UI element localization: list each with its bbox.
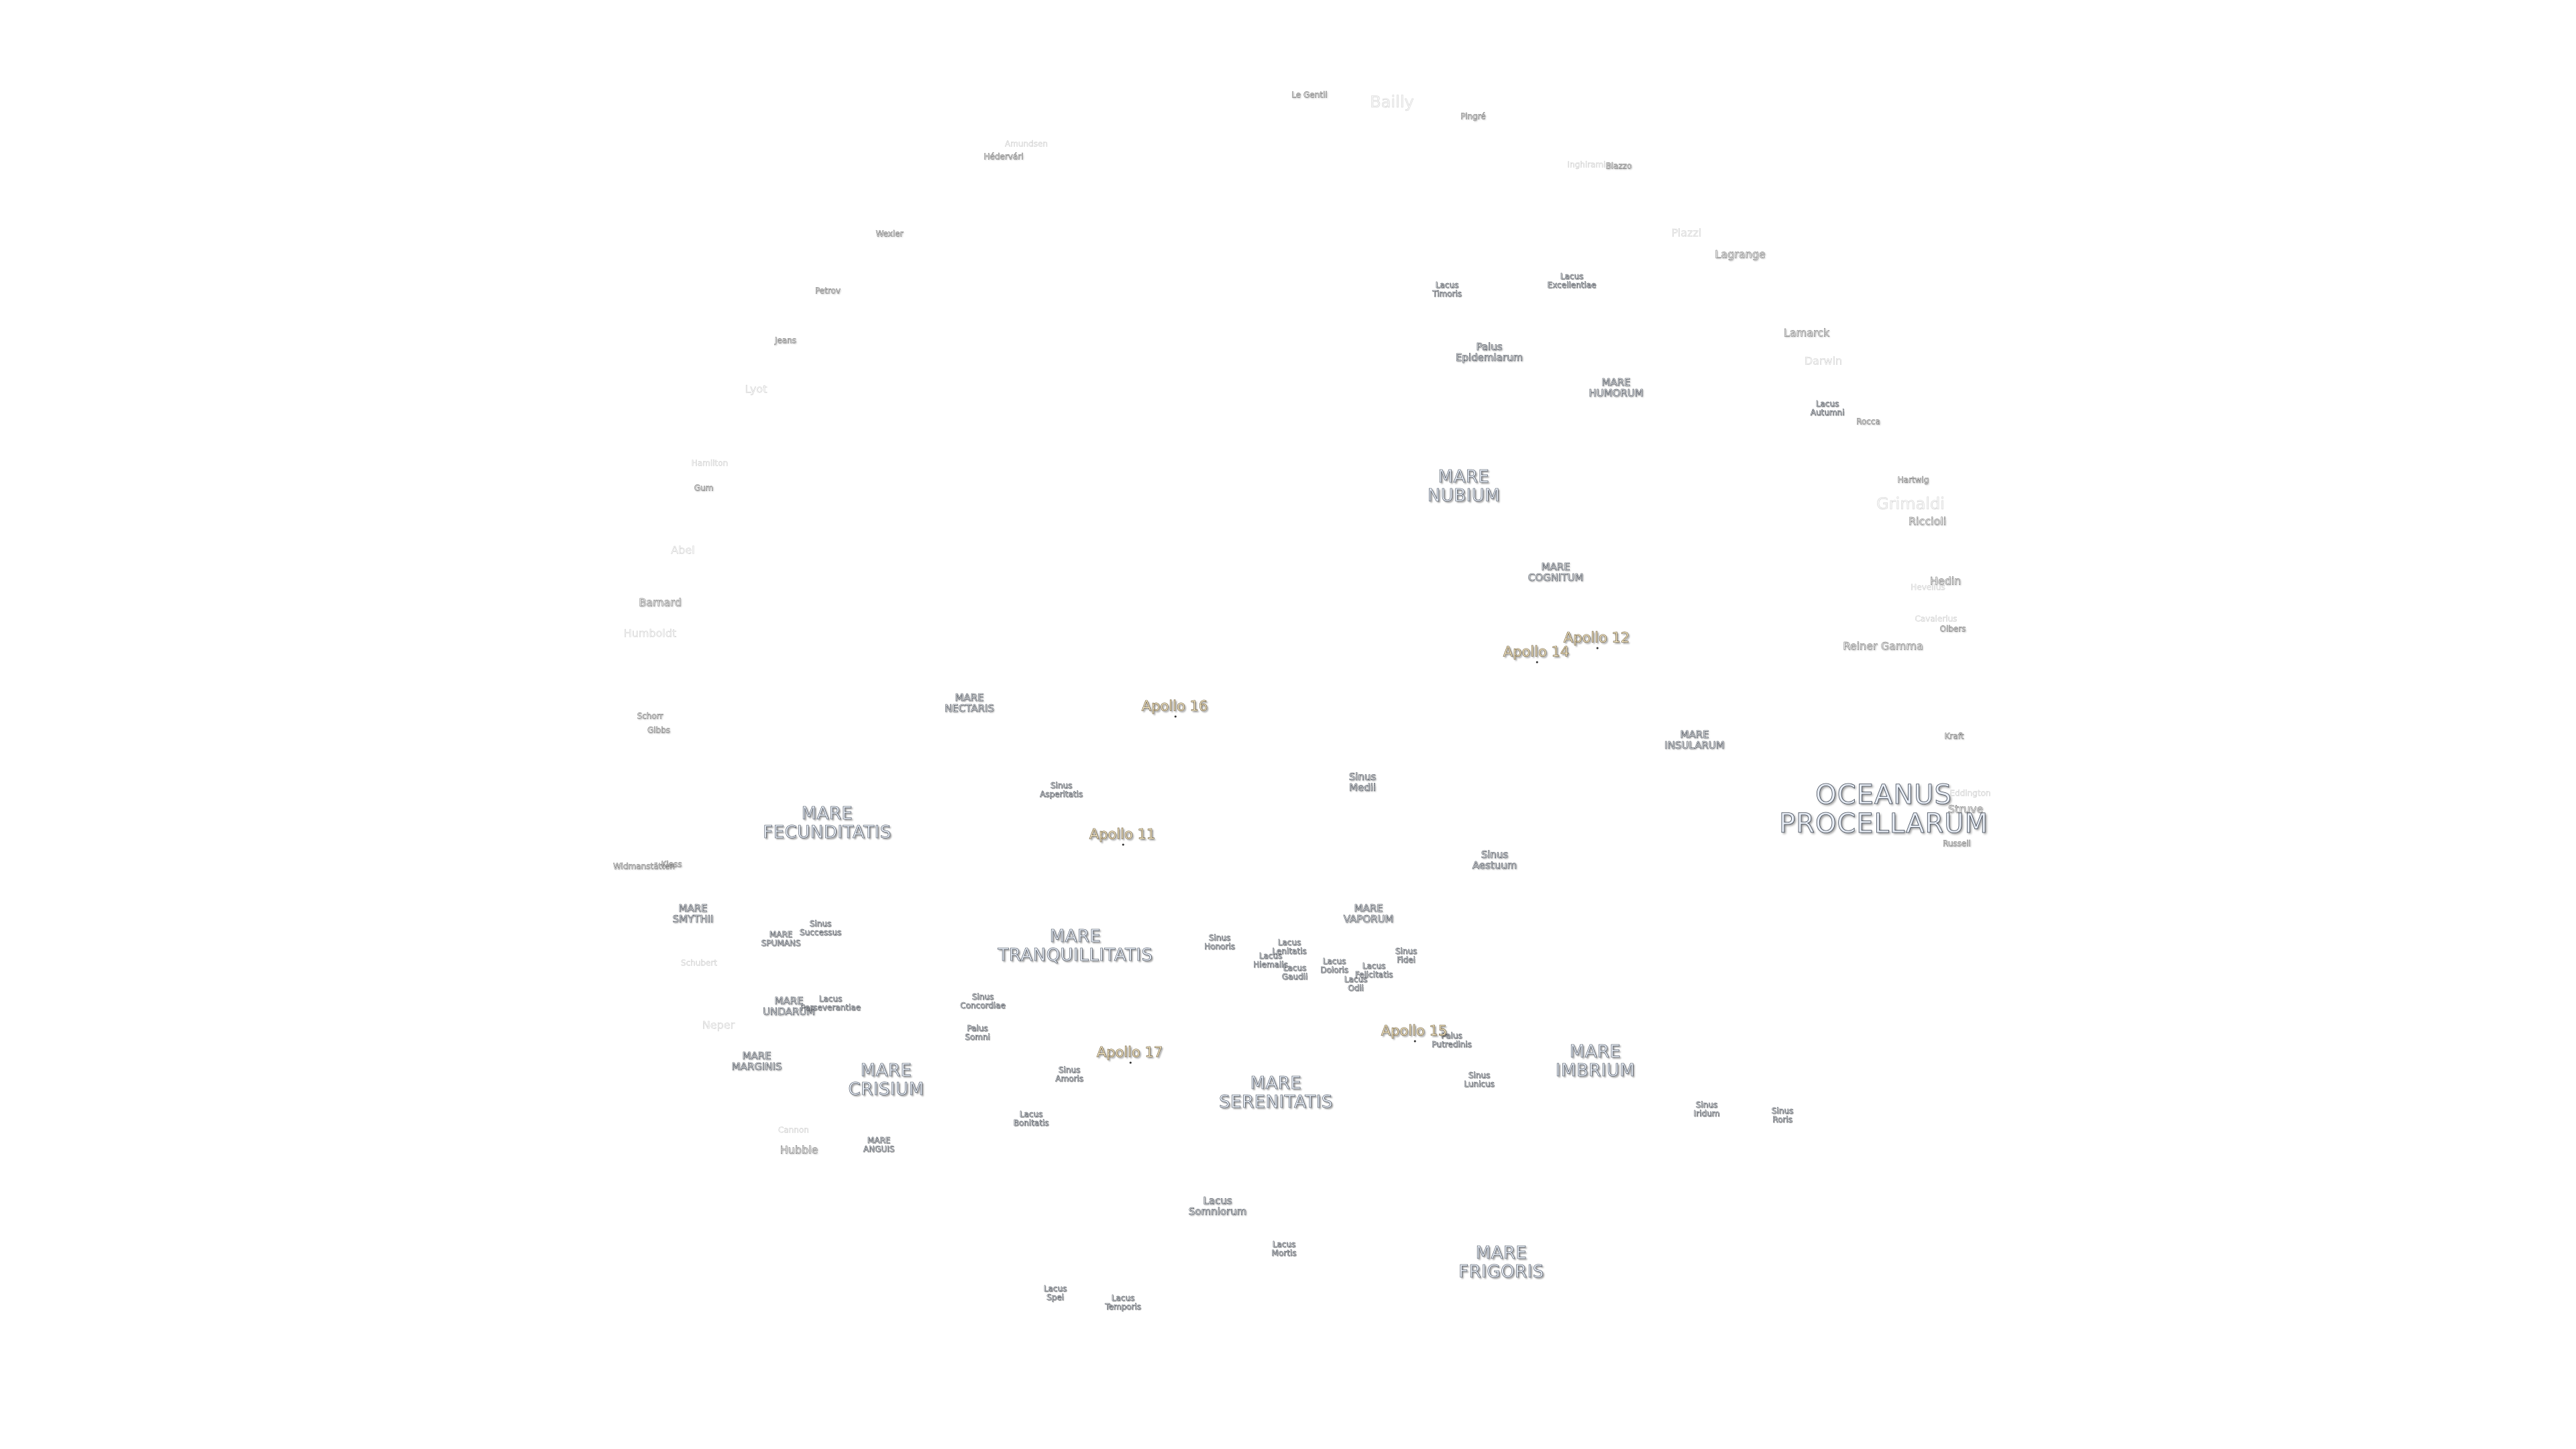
label-mare-imbrium: MARE IMBRIUM (1555, 1041, 1635, 1081)
label-crater-inghirami: Inghirami (1567, 160, 1606, 170)
label-lacus-mortis: Lacus Mortis (1271, 1240, 1297, 1258)
label-mare-nectaris: MARE NECTARIS (945, 691, 994, 714)
label-crater-gum: Gum (694, 483, 714, 493)
label-mare-frigoris: MARE FRIGORIS (1458, 1242, 1544, 1282)
label-crater-eddington: Eddington (1949, 788, 1991, 798)
label-sinus-medii: Sinus Medii (1348, 770, 1377, 794)
label-sinus-amoris: Sinus Amoris (1055, 1065, 1083, 1083)
label-lacus-gaudii: Lacus Gaudii (1281, 963, 1308, 981)
label-palus-epidemiarum: Palus Epidemiarum (1455, 340, 1523, 364)
label-lacus-autumni: Lacus Autumni (1810, 399, 1845, 417)
label-lacus-excellentiae: Lacus Excellentiae (1547, 272, 1597, 290)
label-mare-serenitatis: MARE SERENITATIS (1219, 1073, 1333, 1112)
label-crater-lamarck: Lamarck (1783, 326, 1830, 339)
label-mare-vaporum: MARE VAPORUM (1343, 902, 1394, 925)
label-apollo-11: Apollo 11 (1089, 826, 1156, 845)
label-sinus-iridum: Sinus Iridum (1693, 1100, 1720, 1118)
label-crater-struve: Struve (1947, 802, 1984, 816)
label-sinus-concordiae: Sinus Concordiae (960, 992, 1006, 1010)
label-crater-hamilton: Hamilton (691, 458, 729, 468)
label-mare-crisium: MARE CRISIUM (848, 1060, 924, 1099)
label-crater-gibbs: Gibbs (647, 725, 671, 735)
label-crater-humboldt: Humboldt (623, 627, 677, 640)
label-crater-widmanstatten: Widmanstätten (613, 861, 675, 871)
label-sinus-successus: Sinus Successus (799, 919, 842, 937)
label-sinus-roris: Sinus Roris (1771, 1106, 1794, 1124)
label-lacus-timoris: Lacus Timoris (1432, 280, 1462, 299)
label-crater-hartwig: Hartwig (1897, 475, 1929, 485)
label-crater-lagrange: Lagrange (1715, 248, 1766, 261)
label-crater-hedervari: Hédervári (983, 152, 1024, 162)
label-crater-amundsen: Amundsen (1005, 139, 1048, 149)
label-lacus-spei: Lacus Spei (1043, 1284, 1067, 1302)
label-apollo-16: Apollo 16 (1141, 698, 1208, 717)
label-crater-schubert: Schubert (680, 958, 718, 968)
label-crater-reiner-gamma: Reiner Gamma (1843, 639, 1923, 653)
label-lacus-perseverantiae: Lacus Perseverantiae (800, 994, 861, 1012)
label-sinus-honoris: Sinus Honoris (1204, 933, 1235, 951)
label-lacus-hiemalis: Lacus Hiemalis (1253, 951, 1288, 969)
label-sinus-lunicus: Sinus Lunicus (1464, 1071, 1495, 1089)
label-mare-fecunditatis: MARE FECUNDITATIS (763, 803, 892, 843)
label-crater-pingre: Pingré (1460, 111, 1486, 121)
label-crater-kraft: Kraft (1944, 731, 1964, 741)
label-crater-blazzo: Blazzo (1605, 161, 1632, 171)
label-crater-jeans: Jeans (774, 335, 797, 345)
label-crater-kiess: Kiess (661, 859, 682, 869)
label-crater-piazzi: Piazzi (1671, 226, 1702, 239)
label-mare-marginis: MARE MARGINIS (731, 1049, 782, 1073)
label-crater-lyot: Lyot (745, 382, 767, 396)
label-crater-cavalerius: Cavalerius (1915, 614, 1957, 624)
label-sinus-aestuum: Sinus Aestuum (1472, 848, 1517, 871)
label-apollo-12: Apollo 12 (1563, 629, 1630, 649)
label-crater-le-gentil: Le Gentil (1291, 90, 1328, 100)
label-mare-smythii: MARE SMYTHII (672, 902, 714, 925)
label-crater-abel: Abel (671, 543, 695, 557)
label-mare-anguis: MARE ANGUIS (863, 1136, 895, 1154)
label-mare-insularum: MARE INSULARUM (1664, 728, 1725, 751)
label-palus-somni: Palus Somni (965, 1024, 990, 1042)
label-crater-russell: Russell (1943, 839, 1971, 849)
label-mare-cognitum: MARE COGNITUM (1527, 560, 1584, 584)
label-lacus-felicitatis: Lacus Felicitatis (1354, 961, 1393, 979)
label-crater-petrov: Petrov (814, 286, 841, 296)
label-crater-hubble: Hubble (780, 1143, 818, 1157)
label-crater-darwin: Darwin (1804, 354, 1843, 368)
label-crater-cannon: Cannon (778, 1125, 809, 1135)
label-sinus-asperitatis: Sinus Asperitatis (1039, 781, 1083, 799)
label-crater-olbers: Olbers (1939, 624, 1966, 634)
label-mare-humorum: MARE HUMORUM (1589, 376, 1644, 399)
label-lacus-doloris: Lacus Doloris (1320, 957, 1348, 975)
label-lacus-bonitatis: Lacus Bonitatis (1013, 1110, 1049, 1128)
label-crater-schorr: Schorr (637, 711, 663, 721)
label-apollo-15: Apollo 15 (1381, 1022, 1448, 1042)
label-crater-wexler: Wexler (875, 229, 904, 239)
label-crater-hedin: Hedin (1929, 574, 1962, 588)
label-palus-putredinis: Palus Putredinis (1432, 1031, 1472, 1049)
label-apollo-17: Apollo 17 (1096, 1044, 1163, 1063)
label-oceanus-procellarum: OCEANUS PROCELLARUM (1778, 779, 1989, 839)
label-lacus-lenitatis: Lacus Lenitatis (1272, 938, 1307, 956)
label-lacus-temporis: Lacus Temporis (1105, 1293, 1141, 1311)
label-crater-riccioli: Riccioli (1908, 515, 1947, 528)
label-mare-undarum: MARE UNDARUM (762, 994, 816, 1018)
label-crater-neper: Neper (702, 1018, 735, 1032)
label-crater-hevelius: Hevelius (1911, 582, 1945, 592)
label-sinus-fidei: Sinus Fidei (1395, 947, 1417, 965)
label-apollo-14: Apollo 14 (1503, 643, 1570, 663)
label-crater-barnard: Barnard (639, 596, 682, 609)
label-crater-bailly: Bailly (1370, 93, 1414, 112)
label-lacus-odii: Lacus Odii (1344, 975, 1368, 993)
label-crater-rocca: Rocca (1856, 417, 1880, 427)
label-mare-nubium: MARE NUBIUM (1427, 466, 1501, 506)
label-crater-grimaldi: Grimaldi (1876, 494, 1945, 514)
label-mare-spumans: MARE SPUMANS (761, 930, 801, 948)
label-lacus-somniorum: Lacus Somniorum (1188, 1194, 1247, 1218)
label-mare-tranquillitatis: MARE TRANQUILLITATIS (998, 926, 1153, 965)
